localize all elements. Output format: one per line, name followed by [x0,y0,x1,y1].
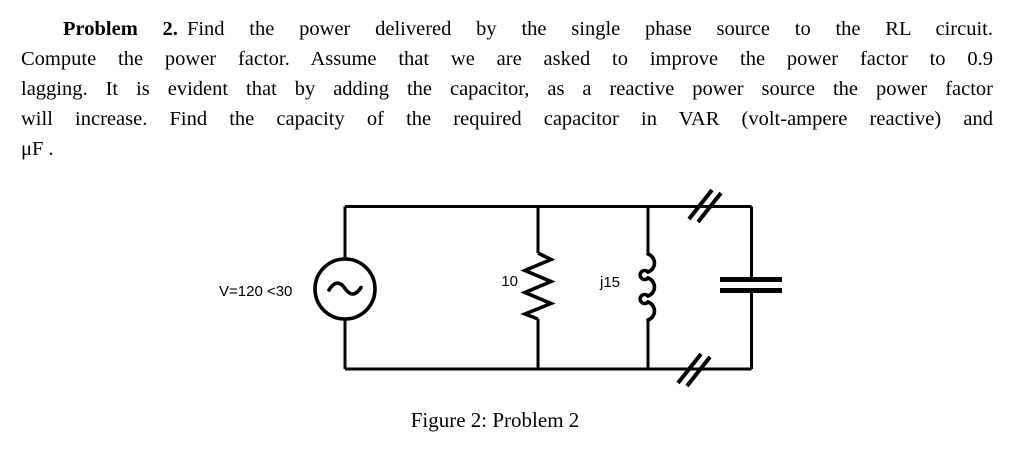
source-label: V=120 <30 [219,283,292,300]
problem-text-line: Compute the power factor. Assume that we… [21,48,993,70]
problem-text-line: lagging. It is evident that by adding th… [21,78,993,100]
problem-text-line-rest: Find the power delivered by the single p… [186,18,993,40]
figure-caption: Figure 2: Problem 2 [410,408,580,432]
problem-text-line: μF . [21,138,54,160]
problem-text-line: will increase. Find the capacity of the … [21,108,993,130]
problem-heading: Problem 2. [63,18,178,40]
voltage-source [313,257,377,321]
inductor-coil [638,252,657,322]
circuit-diagram: V=120 <30 10 j15 [219,188,782,388]
capacitor [720,277,782,293]
inductor-label: j15 [599,274,620,291]
break-mark-bottom-icon [676,352,712,388]
problem-text-line: Problem 2. Find the power delivered by th… [21,14,993,44]
break-mark-top-icon [687,188,723,224]
resistor-zigzag [520,251,556,321]
problem-statement: Problem 2. Find the power delivered by th… [21,14,993,164]
voltage-source-circle [313,257,377,321]
sine-wave-icon [327,281,363,296]
resistor-label: 10 [501,273,518,290]
